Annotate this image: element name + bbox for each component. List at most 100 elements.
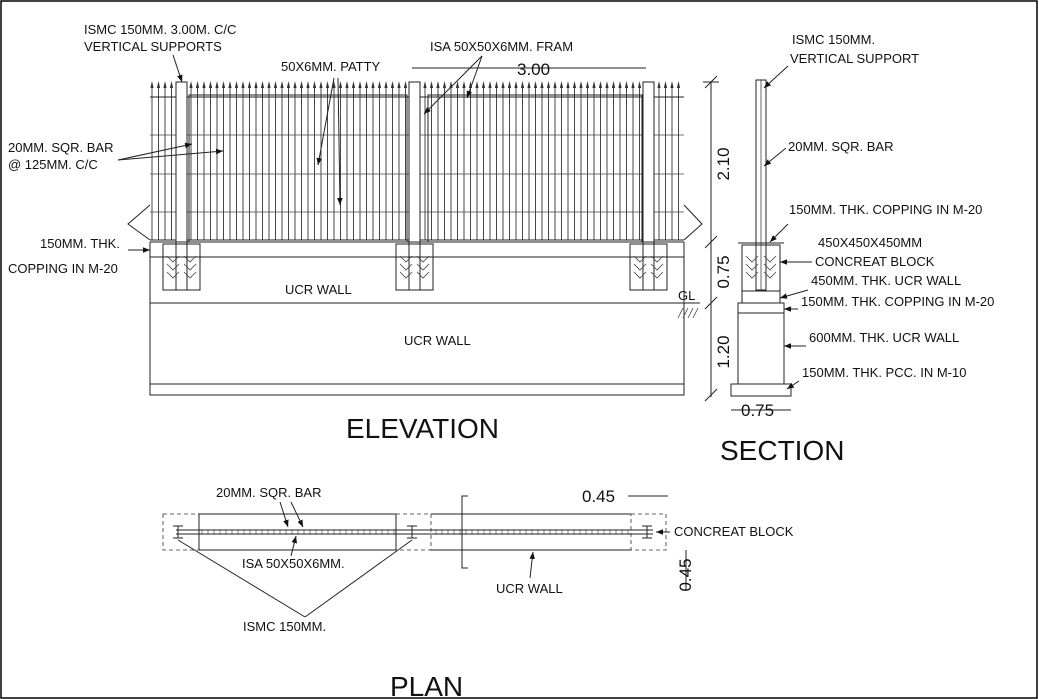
fence-bar-spike [585,81,590,88]
fence-bar-spike [514,81,518,88]
fence-bar-spike [286,81,291,88]
leader-section-copping-top [769,223,789,243]
fence-bar-spike [637,81,642,88]
fence-bar-spike [241,81,245,88]
label-copping-line2: COPPING IN M-20 [8,261,118,276]
fence-bar-spike [208,81,213,88]
leader-section-sqr-bar [763,147,787,167]
fence-bar-spike [481,81,486,88]
fence-bar-spike [676,81,681,88]
leader-plan-ucr-wall [529,551,535,579]
leader-patty-1 [316,77,335,166]
leader-plan-isa [290,535,298,557]
label-plan-isa: ISA 50X50X6MM. [242,556,345,571]
concrete-block-middle [395,243,434,291]
plan-block-middle [395,513,432,551]
concrete-block-left [162,243,201,291]
fence-bar-spike [429,81,434,88]
concrete-block-right [629,243,668,291]
ismc-support-right [642,81,655,291]
title-section: SECTION [720,435,844,466]
fence-bar-spike [598,81,603,88]
leader-section-ucr-450 [779,289,809,299]
fence-bar-spike [267,81,271,88]
fence-bar-spike [592,81,596,88]
label-section-block-line1: 450X450X450MM [818,235,922,250]
label-sqr-bar-line2: @ 125MM. C/C [8,157,98,172]
fence-bar-spike [631,81,635,88]
fence-bar-spike [397,81,401,88]
fence-bar-spike [546,81,551,88]
fence-bar-spike [579,81,583,88]
label-plan-ucr-wall: UCR WALL [496,581,563,596]
fence-bar-spike [494,81,499,88]
title-plan: PLAN [390,671,463,699]
dim-foundation-depth: 1.20 [714,335,733,368]
leader-plan-sqr-bar-1 [279,501,289,528]
fence-bar-spike [293,81,297,88]
label-gl: GL [678,288,695,303]
fence-bar-spike [384,81,388,88]
fence-bar-spike [377,81,382,88]
fence-bar-spike [559,81,564,88]
label-section-copping-bottom: 150MM. THK. COPPING IN M-20 [801,294,994,309]
fence-bar-spike [299,81,304,88]
fence-bar-spike [566,81,570,88]
fence-bar-spike [624,81,629,88]
fence-bar-spike [228,81,232,88]
plan-view: 0.45 0.45 20MM. SQR. BAR ISA 50X50X6MM. … [162,485,794,699]
label-section-ismc-line2: VERTICAL SUPPORT [790,51,919,66]
label-section-ucr-450: 450MM. THK. UCR WALL [811,273,961,288]
lower-ucr-wall [149,302,685,396]
label-section-copping-top: 150MM. THK. COPPING IN M-20 [789,202,982,217]
label-plan-block: CONCREAT BLOCK [674,524,794,539]
leader-sqr-bar-2 [117,148,224,161]
fence-bar-spike [280,81,284,88]
fence-bar-spike [501,81,505,88]
fence-bar-spike [325,81,330,88]
label-ismc-vertical-supports-line1: ISMC 150MM. 3.00M. C/C [84,22,236,37]
label-section-ucr-600: 600MM. THK. UCR WALL [809,330,959,345]
fence-bar-spike [312,81,317,88]
label-ucr-wall-upper: UCR WALL [285,282,352,297]
label-section-block-line2: CONCREAT BLOCK [815,254,935,269]
fence-panel-frame-right [427,94,643,243]
fence-bar-spike [260,81,265,88]
label-section-sqr-bar: 20MM. SQR. BAR [788,139,893,154]
fence-bar-spike [332,81,336,88]
leader-plan-ismc-2 [304,539,413,618]
fence-bar-spike [390,81,395,88]
fence-bar-spike [234,81,239,88]
dim-wall-height: 0.75 [714,255,733,288]
fence-bar-spike [540,81,544,88]
leader-isa-2 [466,55,483,99]
fence-bar-spike [364,81,369,88]
fence-bar-spike [462,81,466,88]
fence-bar-spike [670,81,674,88]
plan-sqr-bar-rail [176,529,653,535]
label-ucr-wall-lower: UCR WALL [404,333,471,348]
label-plan-ismc: ISMC 150MM. [243,619,326,634]
ground-hatch [677,307,699,319]
dim-plan-block-width: 0.45 [582,487,615,506]
fence-bar-spike [403,81,408,88]
fence-bar-spike [345,81,349,88]
fence-bar-spike [520,81,525,88]
fence-bar-spike [306,81,310,88]
dim-fence-height: 2.10 [714,147,733,180]
leader-patty-2 [337,77,343,206]
fence-bar-spike [618,81,622,88]
fence-bar-spike [254,81,258,88]
plan-break-bracket [461,495,468,569]
label-isa-frame: ISA 50X50X6MM. FRAM [430,39,573,54]
section-copping-bottom [737,302,785,314]
fence-bar-spike [371,81,375,88]
leader-ismc-vertical [172,54,183,83]
fence-bar-spike [338,81,343,88]
dim-section-base: 0.75 [741,401,774,420]
fence-bar-spike [657,81,661,88]
fence-bar-spike [455,81,460,88]
fence-bar-spike [195,81,200,88]
elevation-view: 2.10 0.75 1.20 3.00 ISMC 150MM. 3.00M. C… [8,22,733,444]
